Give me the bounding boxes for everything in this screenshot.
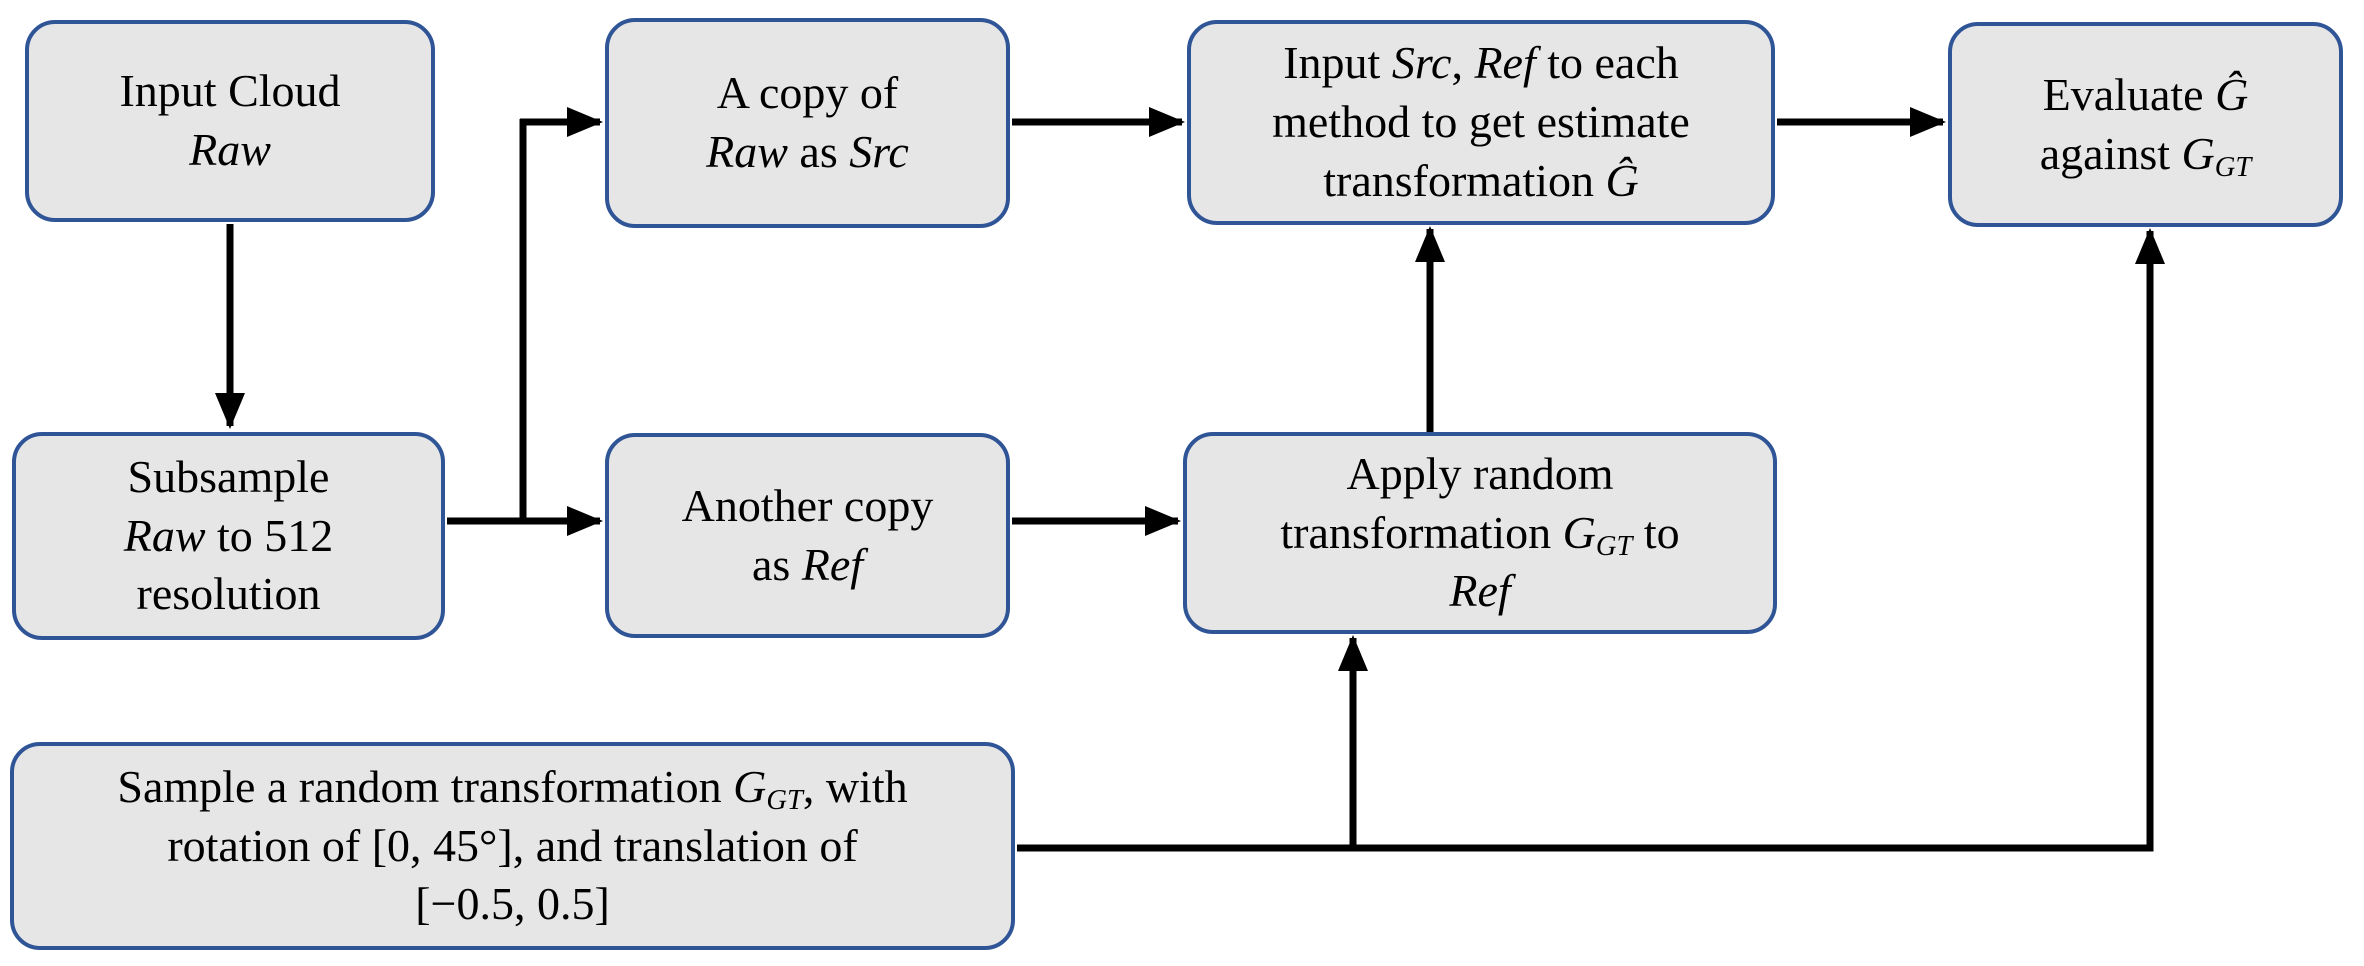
arrow-sample-to-evaluate <box>1017 228 2165 852</box>
box-sample-transform: Sample a random transformation GGT, with… <box>10 742 1015 950</box>
box-sample-transform-label: Sample a random transformation GGT, with… <box>117 760 908 930</box>
